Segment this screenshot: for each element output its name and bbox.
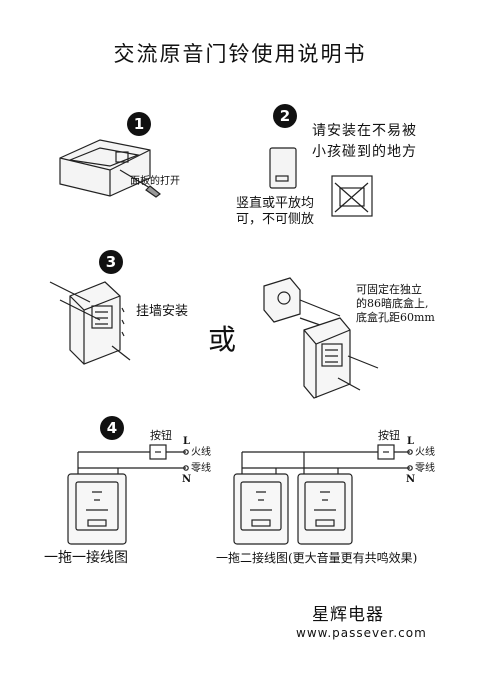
step3-box-line1: 可固定在独立 [356,283,422,296]
neutral-wire-label-1: 零线 [191,463,211,474]
step3-wall-mount-illustration [49,281,131,365]
brand-url[interactable]: www.passever.com [296,626,427,640]
step1-unit-illustration [59,139,161,198]
step-number-4: 4 [100,416,124,440]
step2-orientation-illustration [269,147,373,217]
step-number-2: 2 [273,104,297,128]
neutral-terminal-N-1: N [182,474,192,485]
step2-orient-line1: 竖直或平放均 [236,196,315,211]
button-label-2: 按钮 [378,429,400,442]
step1-note: 面板的打开 [130,176,180,187]
live-wire-label-2: 火线 [415,447,435,458]
button-label-1: 按钮 [150,429,172,442]
live-wire-label-1: 火线 [191,447,211,458]
live-terminal-L-2: L [407,436,415,447]
step2-tip-line1: 请安装在不易被 [312,123,417,139]
brand-name: 星辉电器 [312,605,384,625]
step3-box-line3: 底盒孔距60mm [356,311,435,324]
step3-box-line2: 的86暗底盒上, [356,297,429,310]
wiring-one-to-one [67,444,189,545]
step3-box-mount-illustration [263,277,379,399]
wiring-one-to-two [233,444,413,545]
one-to-one-caption: 一拖一接线图 [44,550,128,566]
live-terminal-L-1: L [183,436,191,447]
step-number-3: 3 [99,250,123,274]
step3-or-label: 或 [208,323,237,356]
neutral-terminal-N-2: N [406,474,416,485]
step2-tip-line2: 小孩碰到的地方 [312,144,417,160]
one-to-two-caption: 一拖二接线图(更大音量更有共鸣效果) [216,551,418,565]
page-title: 交流原音门铃使用说明书 [113,42,367,66]
step-number-1: 1 [127,112,151,136]
step3-wall-mount-label: 挂墙安装 [136,304,189,319]
step2-orient-line2: 可，不可侧放 [236,212,315,227]
neutral-wire-label-2: 零线 [415,463,435,474]
